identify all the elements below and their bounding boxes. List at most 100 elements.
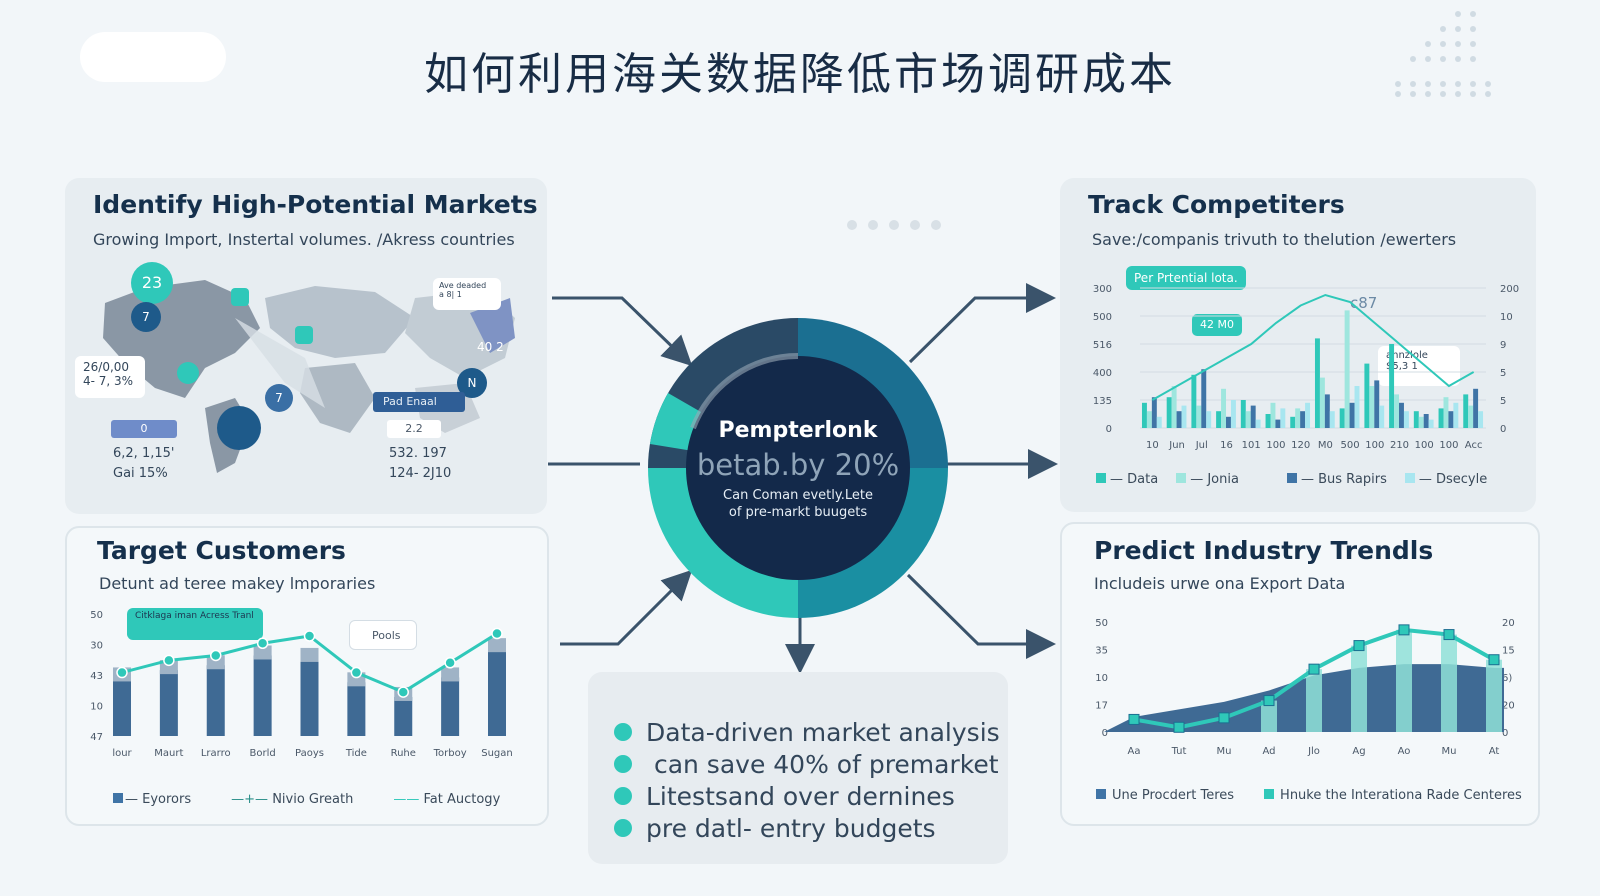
trend-x-tick: Ao (1398, 746, 1411, 757)
comp-bar-jonia (1418, 416, 1424, 428)
legend-dsecyle: — Dsecyle (1404, 472, 1487, 487)
competitors-title: Track Competiters (1088, 190, 1345, 219)
comp-y-right-tick: 200 (1500, 284, 1519, 295)
legend-fat: —— Fat Auctogy (393, 792, 501, 807)
comp-x-tick: 100 (1439, 440, 1458, 451)
stats-right-line2: 124- 2J10 (389, 466, 452, 481)
market-pin-icon (177, 362, 199, 384)
comp-bar-jonia (1443, 397, 1449, 428)
cust-x-tick: Paoys (295, 748, 324, 759)
comp-bar-dsecyle (1255, 419, 1261, 428)
comp-y-tick: 400 (1093, 368, 1112, 379)
comp-bar-jonia (1171, 386, 1177, 428)
comp-bar-bus-rapirs (1300, 411, 1306, 428)
grid-dot (1425, 91, 1431, 97)
customers-legend: — Eyorors —+— Nivio Greath —— Fat Auctog… (113, 792, 500, 807)
trend-line-point (1488, 654, 1500, 666)
cust-y-tick: 30 (90, 641, 103, 652)
trend-y-right-tick: 6) (1502, 673, 1512, 684)
trend-y-tick: 10 (1095, 673, 1108, 684)
comp-bar-dsecyle (1305, 402, 1311, 428)
grid-dot (1410, 56, 1416, 62)
comp-bar-data (1438, 408, 1444, 428)
trend-x-tick: Tut (1171, 746, 1187, 757)
market-callout-top: Ave deaded a 8| 1 (433, 278, 501, 310)
trend-bar (1351, 645, 1367, 732)
callout-left-line2: 4- 7, 3% (83, 374, 134, 388)
panel-customers: Target Customers Detunt ad teree makey l… (65, 526, 549, 826)
competitors-legend: — Data — Jonia — Bus Rapirs — Dsecyle (1096, 472, 1487, 487)
comp-bar-data (1265, 414, 1271, 428)
comp-y-right-tick: 10 (1500, 312, 1513, 323)
cust-x-tick: Maurt (154, 748, 183, 759)
trends-subtitle: Includeis urwe ona Export Data (1094, 574, 1346, 593)
trend-y-right-tick: 15 (1502, 646, 1515, 657)
market-badge-1: 23 (131, 262, 173, 304)
cust-line-point (397, 686, 409, 698)
market-marker-icon (231, 288, 249, 306)
comp-bar-bus-rapirs (1226, 416, 1231, 428)
trend-y-right-tick: 20 (1502, 618, 1515, 629)
trend-bar (1486, 659, 1502, 732)
stats-left-line1: 6,2, 1,15' (113, 446, 175, 461)
cust-bar (113, 677, 131, 736)
comp-y-right-tick: 9 (1500, 340, 1506, 351)
cust-x-tick: Ruhe (391, 748, 416, 759)
comp-y-right-tick: 5 (1500, 368, 1506, 379)
trend-line-point (1218, 712, 1230, 724)
cust-line-point (444, 657, 456, 669)
comp-x-tick: 210 (1390, 440, 1409, 451)
bullet-1: Data-driven market analysis (588, 716, 1008, 748)
competitors-subtitle: Save:/companis trivuth to thelution /ewe… (1092, 230, 1457, 249)
decorative-dot-grid (1395, 11, 1491, 97)
customers-title: Target Customers (97, 536, 346, 565)
comp-bar-dsecyle (1230, 400, 1236, 428)
comp-bar-data (1290, 416, 1296, 428)
comp-bar-jonia (1319, 377, 1325, 428)
comp-y-tick: 300 (1093, 284, 1112, 295)
cust-y-tick: 10 (90, 702, 103, 713)
trend-line-point (1173, 721, 1185, 733)
callout-top-line1: Ave deaded (439, 281, 487, 290)
arrow-trends (906, 573, 1056, 659)
trend-x-tick: At (1489, 746, 1500, 757)
cust-line-point (303, 630, 316, 642)
market-small-tag-left: 0 (111, 420, 177, 438)
cust-bar (159, 670, 178, 736)
panel-markets: Identify High-Potential Markets Growing … (65, 178, 547, 514)
trend-bar (1396, 629, 1412, 732)
trend-y-tick: 17 (1095, 701, 1108, 712)
market-small-tag-right: 2.2 (387, 420, 441, 438)
trend-bar (1441, 634, 1457, 732)
comp-y-tick: 0 (1106, 424, 1112, 435)
grid-dot (1470, 41, 1476, 47)
trend-x-tick: Aa (1128, 746, 1141, 757)
panel-competitors: Track Competiters Save:/companis trivuth… (1060, 178, 1536, 512)
comp-bar-bus-rapirs (1423, 414, 1429, 428)
trends-legend: Une Procdert Teres Hnuke the Interationa… (1096, 788, 1522, 803)
comp-bar-jonia (1196, 405, 1202, 428)
callout-left-line1: 26/0,00 (83, 360, 130, 374)
market-tag: Pad Enaal (373, 392, 465, 412)
comp-bar-dsecyle (1156, 416, 1162, 428)
grid-dot (1440, 81, 1446, 87)
grid-dot (1395, 81, 1401, 87)
grid-dot (1470, 91, 1476, 97)
bullet-3: Litestsand over dernines (588, 780, 1008, 812)
cust-x-tick: lour (112, 748, 132, 759)
trend-line-point (1308, 663, 1320, 675)
grid-dot (1455, 56, 1461, 62)
comp-x-tick: Jul (1195, 440, 1208, 451)
competitors-callout-line1: annzlole (1386, 350, 1428, 361)
legend-eyorors: — Eyorors (113, 792, 191, 807)
comp-bar-data (1216, 411, 1222, 428)
trend-y-tick: 35 (1095, 646, 1108, 657)
trend-line-point (1353, 640, 1365, 652)
trend-line-point (1263, 695, 1275, 707)
comp-bar-bus-rapirs (1151, 397, 1157, 428)
market-stats-right: 532. 197 124- 2J10 (389, 444, 451, 484)
center-line1: Pempterlonk (718, 418, 878, 443)
competitors-callout-line2: $5,3 1 (1386, 361, 1418, 372)
summary-box: Data-driven market analysis can save 40%… (588, 672, 1008, 864)
comp-bar-dsecyle (1354, 386, 1360, 428)
